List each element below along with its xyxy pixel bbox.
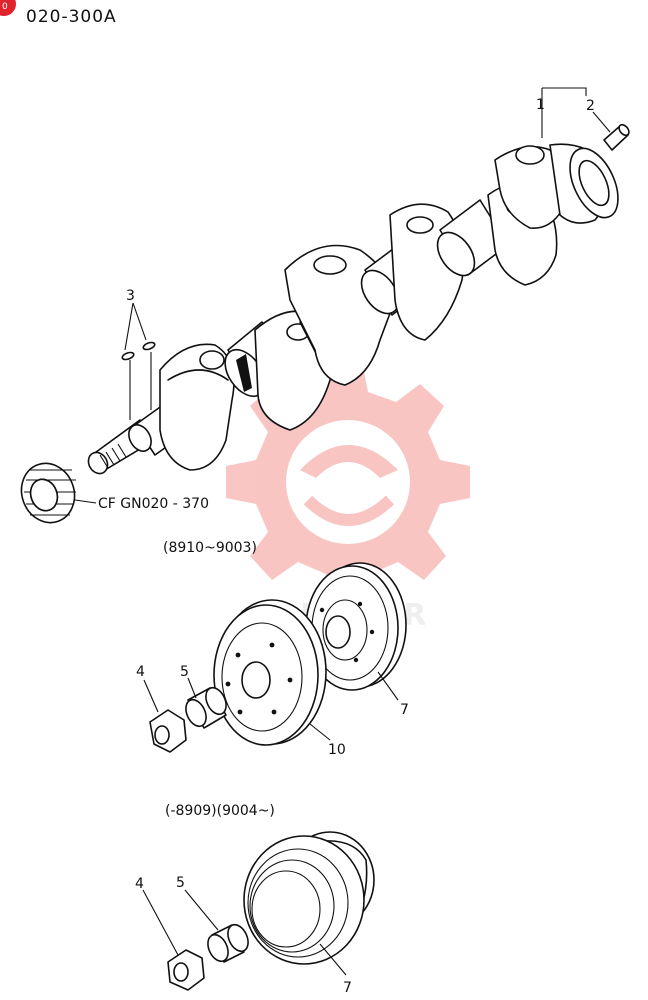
callout-1: 1	[536, 97, 545, 113]
callout-4-a: 4	[136, 664, 145, 680]
leader-lines-group2	[142, 889, 347, 976]
callout-5-b: 5	[176, 875, 185, 891]
leader-lines-top	[74, 87, 611, 504]
callout-2: 2	[586, 98, 595, 114]
spacer-b	[207, 923, 249, 963]
spacer-a	[185, 686, 227, 729]
callout-7-b: 7	[343, 980, 352, 996]
corner-badge: 0	[0, 0, 16, 16]
pulley-a	[305, 562, 407, 691]
callout-3: 3	[126, 288, 135, 304]
corner-badge-text: 0	[2, 2, 8, 12]
callout-5-a: 5	[180, 664, 189, 680]
range-label-bottom: (-8909)(9004~)	[165, 803, 275, 819]
part-code: 020-300A	[26, 7, 117, 27]
timing-gear	[20, 462, 76, 524]
nut-b	[167, 949, 205, 991]
leader-lines-group1	[143, 671, 399, 741]
pulley-b	[243, 831, 375, 965]
callout-10: 10	[328, 742, 346, 758]
dowel-pin	[603, 123, 630, 151]
callout-7-a: 7	[400, 702, 409, 718]
nut-a	[149, 709, 187, 753]
callout-4-b: 4	[135, 876, 144, 892]
gear-reference: CF GN020 - 370	[98, 496, 209, 512]
range-label-top: (8910~9003)	[163, 540, 257, 556]
hub	[213, 599, 327, 746]
crankshaft	[87, 143, 619, 475]
woodruff-keys	[121, 341, 156, 361]
